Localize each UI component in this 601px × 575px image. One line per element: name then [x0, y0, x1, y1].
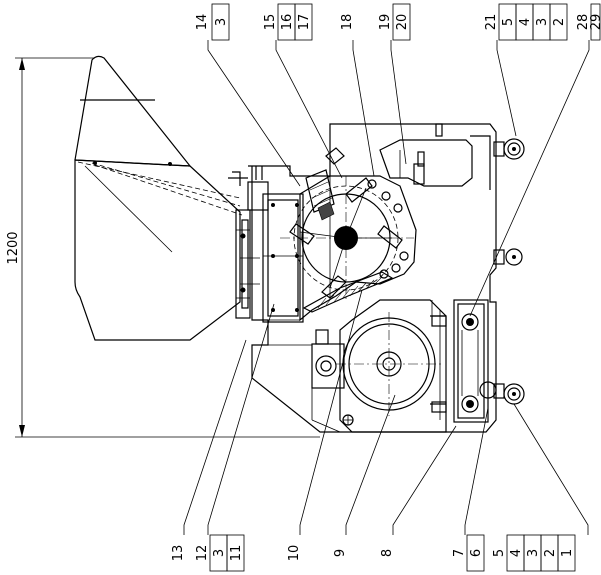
caster-top	[493, 138, 525, 160]
callout-13: 13	[171, 545, 186, 562]
callout-7: 7 6	[452, 534, 485, 572]
callout-top-15-2: 17	[297, 14, 312, 31]
callout-10: 10	[287, 545, 302, 562]
callout-bot-5-2: 3	[526, 549, 541, 557]
callout-28: 28 29	[576, 3, 601, 41]
callout-top-15-0: 15	[263, 14, 278, 31]
callout-top-21-3: 3	[535, 18, 550, 26]
callout-bot-12-2: 11	[229, 545, 244, 562]
leader-lines-top	[207, 40, 590, 317]
callout-top-19-0: 19	[378, 14, 393, 31]
belt-guard	[453, 299, 497, 423]
callouts-bottom: 13 12 3 11 10 9 8 7 6	[171, 534, 576, 572]
callout-top-21-2: 4	[518, 18, 533, 26]
callout-bot-5-3: 2	[543, 549, 558, 557]
callout-21: 21 5 4 3 2	[484, 3, 568, 41]
callout-bot-12-0: 12	[195, 545, 210, 562]
housing-bolts	[325, 147, 409, 279]
side-box	[311, 329, 345, 389]
callout-top-21-4: 2	[552, 18, 567, 26]
dimension-value: 1200	[6, 231, 21, 264]
center-marks	[240, 257, 260, 285]
main-frame	[248, 123, 497, 433]
callouts-top: 14 3 15 16 17 18 19 20 21 5 4	[195, 3, 601, 41]
callout-top-14-0: 14	[195, 14, 210, 31]
callout-top-19-1: 20	[395, 14, 410, 31]
caster-bottom	[493, 383, 525, 405]
casters	[493, 138, 525, 405]
discharge-liner	[302, 169, 394, 313]
callout-bot-13-0: 13	[171, 545, 186, 562]
callout-top-21-1: 5	[501, 18, 516, 26]
callout-bot-10-0: 10	[287, 545, 302, 562]
callout-top-21-0: 21	[484, 14, 499, 31]
callout-bot-5-1: 4	[509, 549, 524, 557]
callout-top-15-1: 16	[280, 14, 295, 31]
callout-18: 18	[340, 14, 355, 31]
callout-top-28-0: 28	[576, 14, 591, 31]
callout-top-28-1: 29	[589, 14, 601, 31]
caster-middle	[493, 248, 523, 266]
callout-14: 14 3	[195, 3, 230, 41]
upper-compartment	[379, 123, 491, 190]
feed-flange	[228, 166, 269, 319]
callout-12: 12 3 11	[195, 534, 245, 572]
motor	[336, 299, 447, 433]
callout-bot-8-0: 8	[380, 549, 395, 557]
callout-5: 5 4 3 2 1	[492, 534, 576, 572]
callout-bot-7-0: 7	[452, 549, 467, 557]
leader-lines-bottom	[183, 289, 589, 535]
crusher-housing	[262, 175, 417, 323]
callout-bot-7-1: 6	[469, 549, 484, 557]
callout-15: 15 16 17	[263, 3, 313, 41]
callout-bot-12-1: 3	[212, 549, 227, 557]
rotor	[280, 176, 414, 300]
callout-8: 8	[380, 549, 395, 557]
hopper	[74, 55, 243, 341]
callout-top-14-1: 3	[214, 18, 229, 26]
callout-bot-5-4: 1	[560, 549, 575, 557]
callout-bot-5-0: 5	[492, 549, 507, 557]
callout-bot-9-0: 9	[333, 549, 348, 557]
callout-9: 9	[333, 549, 348, 557]
overall-dimension: 1200	[6, 57, 320, 438]
callout-top-18-0: 18	[340, 14, 355, 31]
callout-19: 19 20	[378, 3, 411, 41]
